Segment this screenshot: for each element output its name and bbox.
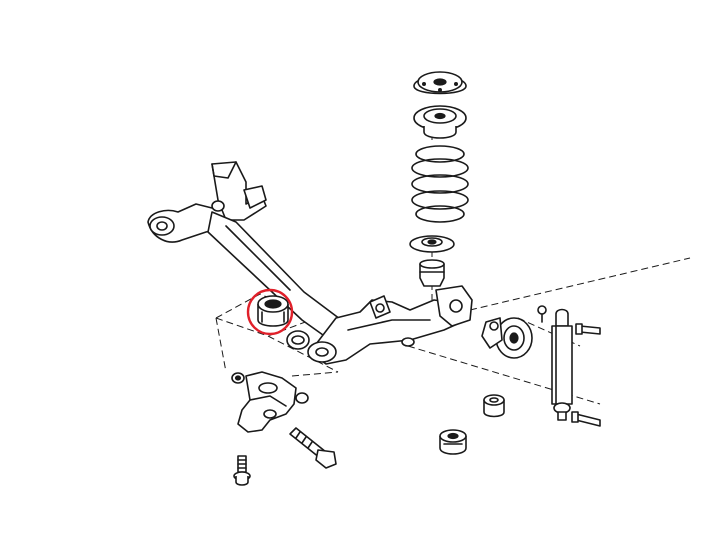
wheel-hub xyxy=(481,317,533,359)
assembly-guide-lines xyxy=(215,112,691,405)
highlight-circle xyxy=(246,288,294,336)
bracket-bolt xyxy=(233,455,251,486)
lower-spring-seat xyxy=(409,235,455,253)
bushing-ring xyxy=(286,330,310,350)
rear-axle-beam xyxy=(147,161,473,365)
shock-top-bolt xyxy=(575,323,601,335)
coil-spring xyxy=(411,145,469,223)
mounting-bracket xyxy=(237,371,309,433)
bracket-nut xyxy=(231,372,245,384)
rubber-mount xyxy=(439,429,467,455)
shock-bottom-bolt xyxy=(571,411,601,427)
spring-top-mount xyxy=(413,71,467,95)
bump-stop xyxy=(419,259,445,287)
shock-absorber xyxy=(551,308,573,421)
small-bushing xyxy=(483,394,505,418)
long-bolt xyxy=(289,427,337,469)
upper-spring-seat xyxy=(413,105,467,139)
highlighted-bushing xyxy=(246,288,294,336)
hub-bolt xyxy=(537,305,547,323)
